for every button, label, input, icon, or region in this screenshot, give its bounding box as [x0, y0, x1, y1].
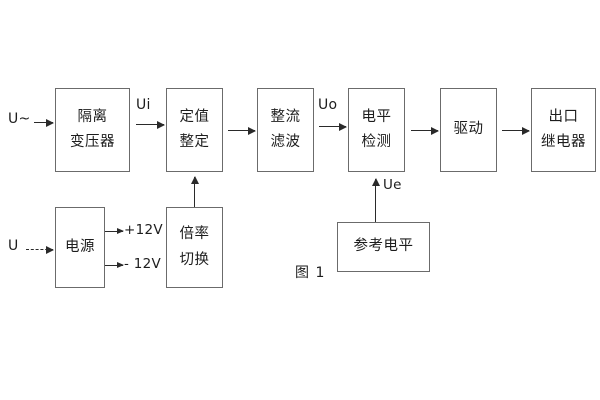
block-multiplier-switch-line-2: 切换 [179, 251, 210, 268]
arrow-rectify-filter-to-level-detect [319, 122, 347, 131]
block-level-detect[interactable]: 电平 检测 [348, 88, 405, 172]
block-drive[interactable]: 驱动 [440, 88, 497, 172]
dc-input-label: U [8, 238, 19, 254]
block-reference-level[interactable]: 参考电平 [337, 222, 430, 272]
block-drive-line-1: 驱动 [453, 121, 484, 138]
arrow-reference-level-to-level-detect [371, 178, 380, 222]
block-rectify-filter-line-2: 滤波 [270, 134, 301, 150]
ac-input-label: U~ [8, 111, 31, 127]
block-level-detect-line-1: 电平 [361, 108, 392, 125]
block-power-supply[interactable]: 电源 [55, 207, 105, 288]
block-isolation-transformer-line-2: 变压器 [70, 134, 115, 150]
arrow-dc-input-to-power-supply [26, 245, 54, 254]
block-output-relay-line-1: 出口 [548, 108, 579, 125]
rail-positive-label: +12V [124, 222, 163, 238]
block-power-supply-line-1: 电源 [65, 238, 95, 255]
arrow-drive-to-output-relay [502, 126, 530, 135]
block-output-relay-line-2: 继电器 [541, 134, 586, 150]
arrow-ac-input-to-isolation-transformer [34, 118, 54, 127]
block-rectify-filter-line-1: 整流 [270, 108, 301, 125]
arrow-multiplier-switch-to-setpoint-adjust [190, 176, 199, 207]
rail-negative-line [105, 262, 124, 269]
block-isolation-transformer-line-1: 隔离 [77, 108, 108, 125]
uo-signal-label: Uo [318, 97, 338, 113]
arrow-setpoint-adjust-to-rectify-filter [228, 126, 256, 135]
rail-negative-label: - 12V [124, 256, 162, 272]
rail-positive-line [105, 228, 124, 235]
block-setpoint-adjust[interactable]: 定值 整定 [166, 88, 223, 172]
block-isolation-transformer[interactable]: 隔离 变压器 [55, 88, 130, 172]
ui-signal-label: Ui [136, 97, 151, 113]
block-level-detect-line-2: 检测 [361, 134, 392, 150]
block-setpoint-adjust-line-1: 定值 [179, 108, 210, 125]
arrow-isolation-transformer-to-setpoint-adjust [136, 120, 165, 129]
block-multiplier-switch-line-1: 倍率 [179, 226, 210, 243]
block-setpoint-adjust-line-2: 整定 [179, 134, 210, 150]
block-rectify-filter[interactable]: 整流 滤波 [257, 88, 314, 172]
block-reference-level-line-1: 参考电平 [353, 238, 414, 255]
block-output-relay[interactable]: 出口 继电器 [531, 88, 596, 172]
block-multiplier-switch[interactable]: 倍率 切换 [166, 207, 223, 288]
ue-signal-label: Ue [383, 177, 402, 193]
figure-caption: 图 1 [295, 265, 326, 281]
arrow-level-detect-to-drive [411, 126, 439, 135]
